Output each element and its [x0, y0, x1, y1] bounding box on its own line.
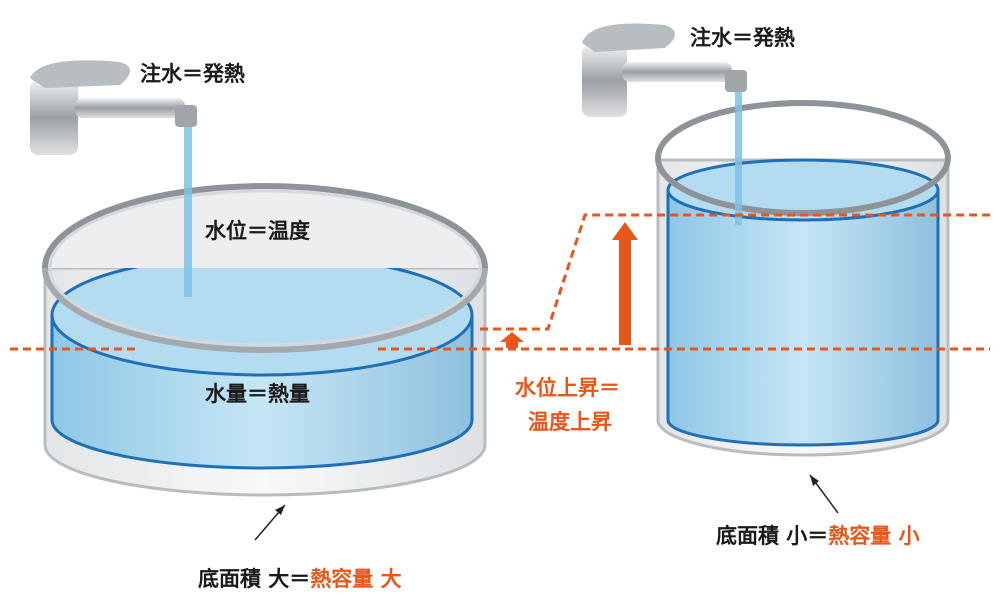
volume-label: 水量＝熱量 [205, 382, 310, 406]
rise-label-line2: 温度上昇 [528, 410, 612, 434]
left-tank [42, 125, 488, 497]
left-bottom-highlight: 熱容量 大 [310, 567, 402, 591]
right-bottom-label: 底面積 小＝熱容量 小 [716, 520, 920, 550]
right-faucet-label: 注水＝発熱 [690, 26, 795, 50]
right-pointer-arrow-icon [810, 475, 819, 486]
raised-level-line [480, 213, 990, 331]
large-rise-arrow-icon [612, 222, 638, 345]
left-bottom-label: 底面積 大＝熱容量 大 [198, 563, 402, 593]
small-rise-arrow-icon [500, 332, 524, 348]
left-pointer-arrow-icon [275, 505, 285, 515]
right-tank [655, 90, 951, 457]
level-label: 水位＝温度 [205, 219, 310, 243]
right-bottom-highlight: 熱容量 小 [828, 524, 920, 548]
right-water-stream [735, 90, 742, 225]
level-lines [10, 213, 990, 351]
right-bottom-prefix: 底面積 小＝ [716, 524, 829, 548]
rise-label-line1: 水位上昇＝ [515, 376, 620, 400]
left-faucet-label: 注水＝発熱 [140, 62, 245, 86]
left-bottom-prefix: 底面積 大＝ [198, 567, 311, 591]
left-water-stream [184, 125, 192, 297]
left-faucet-icon [30, 60, 197, 155]
right-faucet-icon [582, 23, 747, 117]
